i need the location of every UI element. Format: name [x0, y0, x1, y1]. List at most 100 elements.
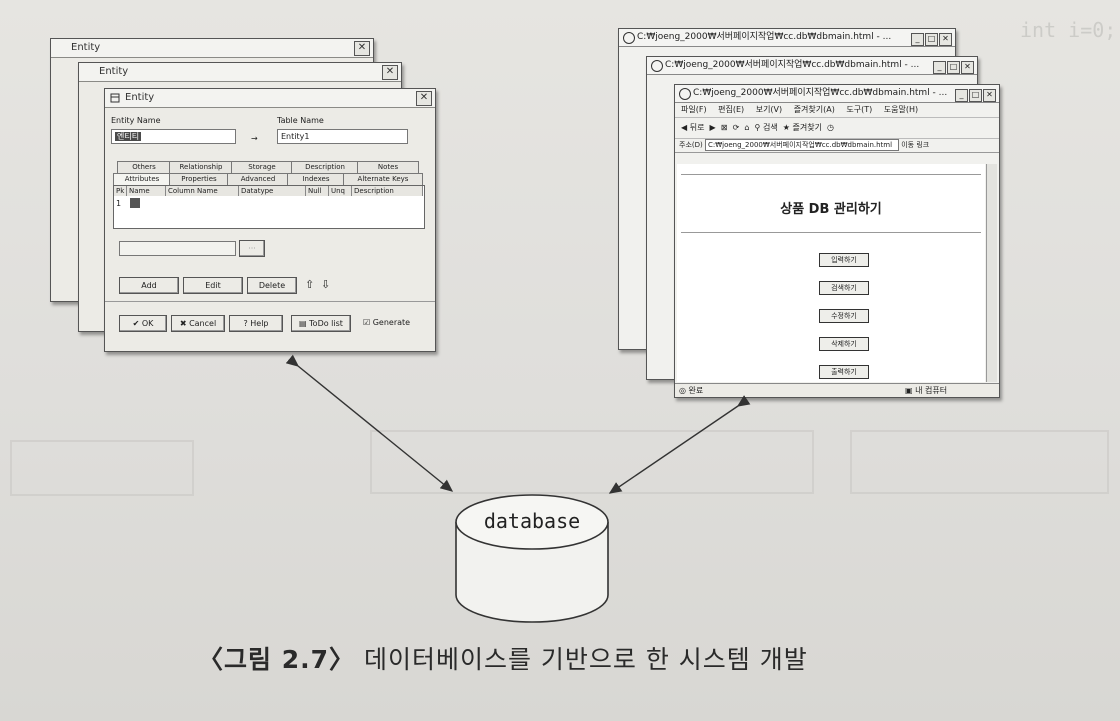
- address-value: C:₩joeng_2000₩서버페이지작업₩cc.db₩dbmain.html: [707, 141, 893, 149]
- search-icon[interactable]: ⚲: [754, 123, 761, 132]
- ie-icon: [651, 60, 663, 72]
- window-controls[interactable]: _□✕: [910, 31, 952, 46]
- table-name-field[interactable]: Entity1: [277, 129, 408, 144]
- entity-window-front: Entity ✕ Entity Name 엔티티 → Table Name En…: [104, 88, 436, 352]
- window-title: Entity: [125, 92, 155, 103]
- cancel-icon: ✖: [179, 319, 187, 328]
- tab-notes[interactable]: Notes: [357, 161, 419, 173]
- address-label: 주소(D): [679, 141, 703, 149]
- stop-icon[interactable]: ⊠: [720, 123, 728, 132]
- help-button[interactable]: ? Help: [229, 315, 283, 332]
- generate-checkbox[interactable]: ☑ Generate: [363, 318, 411, 327]
- grid-row-cursor: [130, 198, 140, 208]
- ok-button[interactable]: ✔ OK: [119, 315, 167, 332]
- window-title: Entity: [99, 66, 129, 77]
- history-icon[interactable]: ◷: [827, 123, 835, 132]
- menu-tools[interactable]: 도구(T): [846, 105, 873, 114]
- browser-title: C:₩joeng_2000₩서버페이지작업₩cc.db₩dbmain.html …: [693, 88, 948, 98]
- figure-caption-text: 데이터베이스를 기반으로 한 시스템 개발: [363, 645, 808, 674]
- table-name-value: Entity1: [281, 132, 310, 141]
- window-controls[interactable]: _□✕: [954, 87, 996, 102]
- minimize-icon[interactable]: _: [955, 89, 968, 102]
- database-cylinder: [455, 494, 609, 623]
- menu-bar: 파일(F) 편집(E) 보기(V) 즐겨찾기(A) 도구(T) 도움말(H): [675, 103, 999, 118]
- search-button[interactable]: 검색하기: [819, 281, 869, 295]
- toolbar: ◀ 뒤로 ▶ ⊠ ⟳ ⌂ ⚲ 검색 ★ 즐겨찾기 ◷: [675, 118, 999, 139]
- arrow-browser-to-database: [608, 395, 751, 494]
- close-icon[interactable]: ✕: [382, 65, 398, 80]
- database-label: database: [483, 509, 581, 533]
- window-controls[interactable]: _□✕: [932, 59, 974, 74]
- grid-header-null: Null: [306, 186, 329, 196]
- ie-icon: [679, 88, 691, 100]
- generate-label: Generate: [372, 318, 411, 327]
- menu-file[interactable]: 파일(F): [681, 105, 707, 114]
- delete-button[interactable]: Delete: [247, 277, 297, 294]
- favorites-icon[interactable]: ★: [782, 123, 790, 132]
- status-text: 완료: [688, 386, 704, 395]
- menu-help[interactable]: 도움말(H): [883, 105, 919, 114]
- insert-button[interactable]: 입력하기: [819, 253, 869, 267]
- search-label[interactable]: 검색: [762, 123, 778, 132]
- menu-view[interactable]: 보기(V): [755, 105, 783, 114]
- figure-number: 〈그림 2.7〉: [198, 645, 355, 674]
- print-button[interactable]: 출력하기: [819, 365, 869, 379]
- grid-header-unq: Unq: [329, 186, 352, 196]
- maximize-icon[interactable]: □: [969, 89, 982, 102]
- close-icon[interactable]: ✕: [416, 91, 432, 106]
- check-icon: ✔: [132, 319, 140, 328]
- move-up-icon[interactable]: ⇧: [305, 278, 315, 291]
- table-name-label: Table Name: [277, 116, 324, 125]
- attribute-name-input[interactable]: [119, 241, 236, 256]
- go-button[interactable]: 이동: [901, 141, 915, 149]
- list-icon: ▤: [299, 319, 307, 328]
- close-icon[interactable]: ✕: [983, 89, 996, 102]
- help-icon: ?: [243, 319, 248, 328]
- attributes-grid[interactable]: Pk Name Column Name Datatype Null Unq De…: [113, 185, 425, 229]
- grid-header-pk: Pk: [114, 186, 127, 196]
- apply-button[interactable]: ···: [239, 240, 265, 257]
- ie-icon: ◎: [679, 386, 686, 395]
- cancel-label: Cancel: [189, 319, 217, 328]
- ok-label: OK: [141, 319, 154, 328]
- browser-window-front: C:₩joeng_2000₩서버페이지작업₩cc.db₩dbmain.html …: [674, 84, 1000, 398]
- add-button[interactable]: Add: [119, 277, 179, 294]
- close-icon[interactable]: ✕: [354, 41, 370, 56]
- zone-indicator: ▣ 내 컴퓨터: [905, 384, 947, 397]
- entity-name-field[interactable]: 엔티티: [111, 129, 236, 144]
- help-label: Help: [250, 319, 269, 328]
- cancel-button[interactable]: ✖ Cancel: [171, 315, 225, 332]
- menu-favorites[interactable]: 즐겨찾기(A): [793, 105, 835, 114]
- edit-button[interactable]: Edit: [183, 277, 243, 294]
- vertical-scrollbar[interactable]: [986, 164, 997, 382]
- home-icon[interactable]: ⌂: [744, 123, 750, 132]
- heading-rule: [681, 232, 981, 233]
- forward-icon[interactable]: ▶: [709, 123, 716, 132]
- arrow-glyph: →: [251, 134, 258, 143]
- back-label[interactable]: 뒤로: [689, 123, 705, 132]
- bleed-through-text: int i=0;: [1020, 18, 1117, 42]
- entity-icon: [110, 93, 120, 103]
- delete-record-button[interactable]: 삭제하기: [819, 337, 869, 351]
- address-bar: 주소(D) C:₩joeng_2000₩서버페이지작업₩cc.db₩dbmain…: [675, 139, 999, 153]
- links-label[interactable]: 링크: [916, 141, 930, 149]
- bleed-through-box: [10, 440, 194, 496]
- tab-alternate-keys[interactable]: Alternate Keys: [343, 173, 423, 185]
- zone-label: 내 컴퓨터: [915, 386, 948, 395]
- grid-header-datatype: Datatype: [239, 186, 306, 196]
- update-button[interactable]: 수정하기: [819, 309, 869, 323]
- figure-caption: 〈그림 2.7〉 데이터베이스를 기반으로 한 시스템 개발: [198, 640, 808, 676]
- grid-header-column-name: Column Name: [166, 186, 239, 196]
- web-page: 상품 DB 관리하기 입력하기 검색하기 수정하기 삭제하기 출력하기: [677, 164, 985, 382]
- refresh-icon[interactable]: ⟳: [732, 123, 740, 132]
- favorites-label[interactable]: 즐겨찾기: [792, 123, 822, 132]
- todo-list-button[interactable]: ▤ ToDo list: [291, 315, 351, 332]
- browser-title: C:₩joeng_2000₩서버페이지작업₩cc.db₩dbmain.html …: [637, 32, 892, 42]
- back-icon[interactable]: ◀: [681, 123, 688, 132]
- menu-edit[interactable]: 편집(E): [718, 105, 745, 114]
- todo-list-label: ToDo list: [309, 319, 343, 328]
- address-input[interactable]: C:₩joeng_2000₩서버페이지작업₩cc.db₩dbmain.html: [704, 139, 899, 151]
- ie-icon: [623, 32, 635, 44]
- move-down-icon[interactable]: ⇩: [321, 278, 331, 291]
